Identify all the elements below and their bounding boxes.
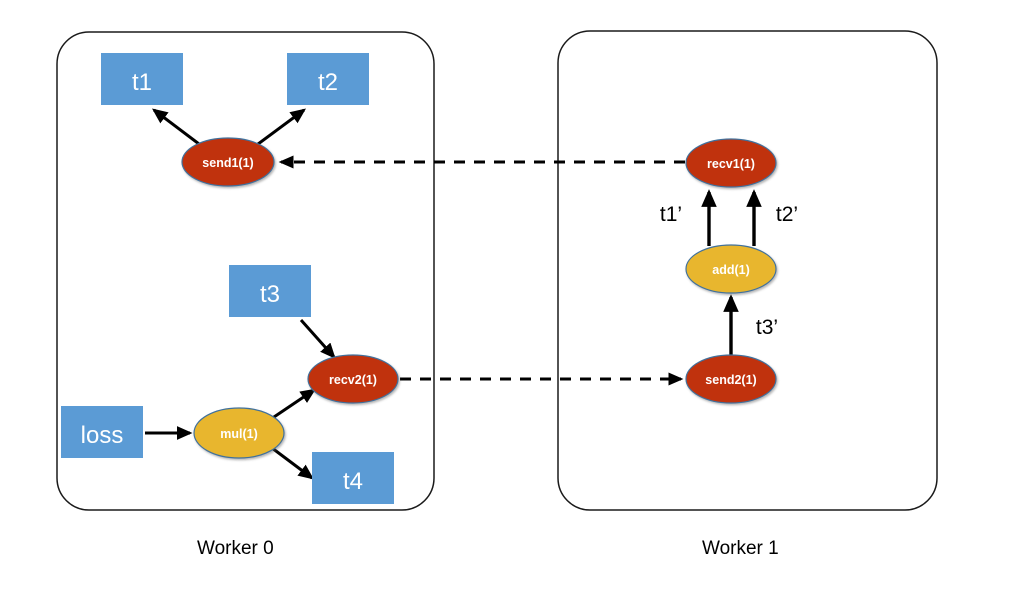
worker1-caption: Worker 1 (702, 538, 779, 559)
node-t4-label: t4 (343, 468, 363, 495)
node-t1-rect (101, 53, 183, 105)
node-recv1-label: recv1(1) (707, 157, 755, 171)
container-worker0 (56, 31, 435, 511)
node-send1[interactable]: send1(1) (181, 137, 275, 187)
node-send2-label: send2(1) (705, 373, 756, 387)
node-recv2-ellipse (307, 354, 399, 404)
node-t2-label: t2 (318, 69, 338, 96)
edge-send1-to-t2 (253, 108, 307, 149)
edge-line (152, 108, 204, 149)
node-mul[interactable]: mul(1) (193, 407, 285, 459)
node-loss[interactable]: loss (61, 406, 143, 458)
edge-line (270, 388, 317, 421)
node-recv1-ellipse (685, 138, 777, 188)
node-mul-label: mul(1) (220, 427, 258, 441)
edge-mul-to-t4 (271, 446, 314, 480)
worker0-caption: Worker 0 (197, 538, 274, 559)
node-t3[interactable]: t3 (229, 265, 311, 317)
node-recv2[interactable]: recv2(1) (307, 354, 399, 404)
node-t2[interactable]: t2 (287, 53, 369, 105)
edge-label-t3-prime: t3’ (756, 316, 778, 339)
worker1-boundary (557, 30, 938, 511)
node-loss-label: loss (81, 422, 124, 449)
edge-send1-to-t1 (152, 108, 204, 149)
node-t3-rect (229, 265, 311, 317)
edge-line (299, 319, 336, 359)
edge-line (271, 446, 314, 480)
node-t4[interactable]: t4 (312, 452, 394, 504)
node-t4-rect (312, 452, 394, 504)
node-t2-rect (287, 53, 369, 105)
edge-label-t2-prime: t2’ (776, 203, 798, 226)
node-recv1[interactable]: recv1(1) (685, 138, 777, 188)
node-t1[interactable]: t1 (101, 53, 183, 105)
node-send1-label: send1(1) (202, 156, 253, 170)
edge-line (253, 108, 307, 149)
node-loss-rect (61, 406, 143, 458)
node-t3-label: t3 (260, 281, 280, 308)
node-mul-ellipse (193, 407, 285, 459)
node-send1-ellipse (181, 137, 275, 187)
edge-t3-to-recv2 (299, 319, 336, 359)
node-add-ellipse (685, 244, 777, 294)
container-worker1 (557, 30, 938, 511)
node-add[interactable]: add(1) (685, 244, 777, 294)
node-add-label: add(1) (712, 263, 750, 277)
edge-mul-to-recv2 (270, 388, 317, 421)
node-t1-label: t1 (132, 69, 152, 96)
node-send2-ellipse (685, 354, 777, 404)
worker0-boundary (56, 31, 435, 511)
node-send2[interactable]: send2(1) (685, 354, 777, 404)
node-recv2-label: recv2(1) (329, 373, 377, 387)
edge-label-t1-prime: t1’ (660, 203, 682, 226)
